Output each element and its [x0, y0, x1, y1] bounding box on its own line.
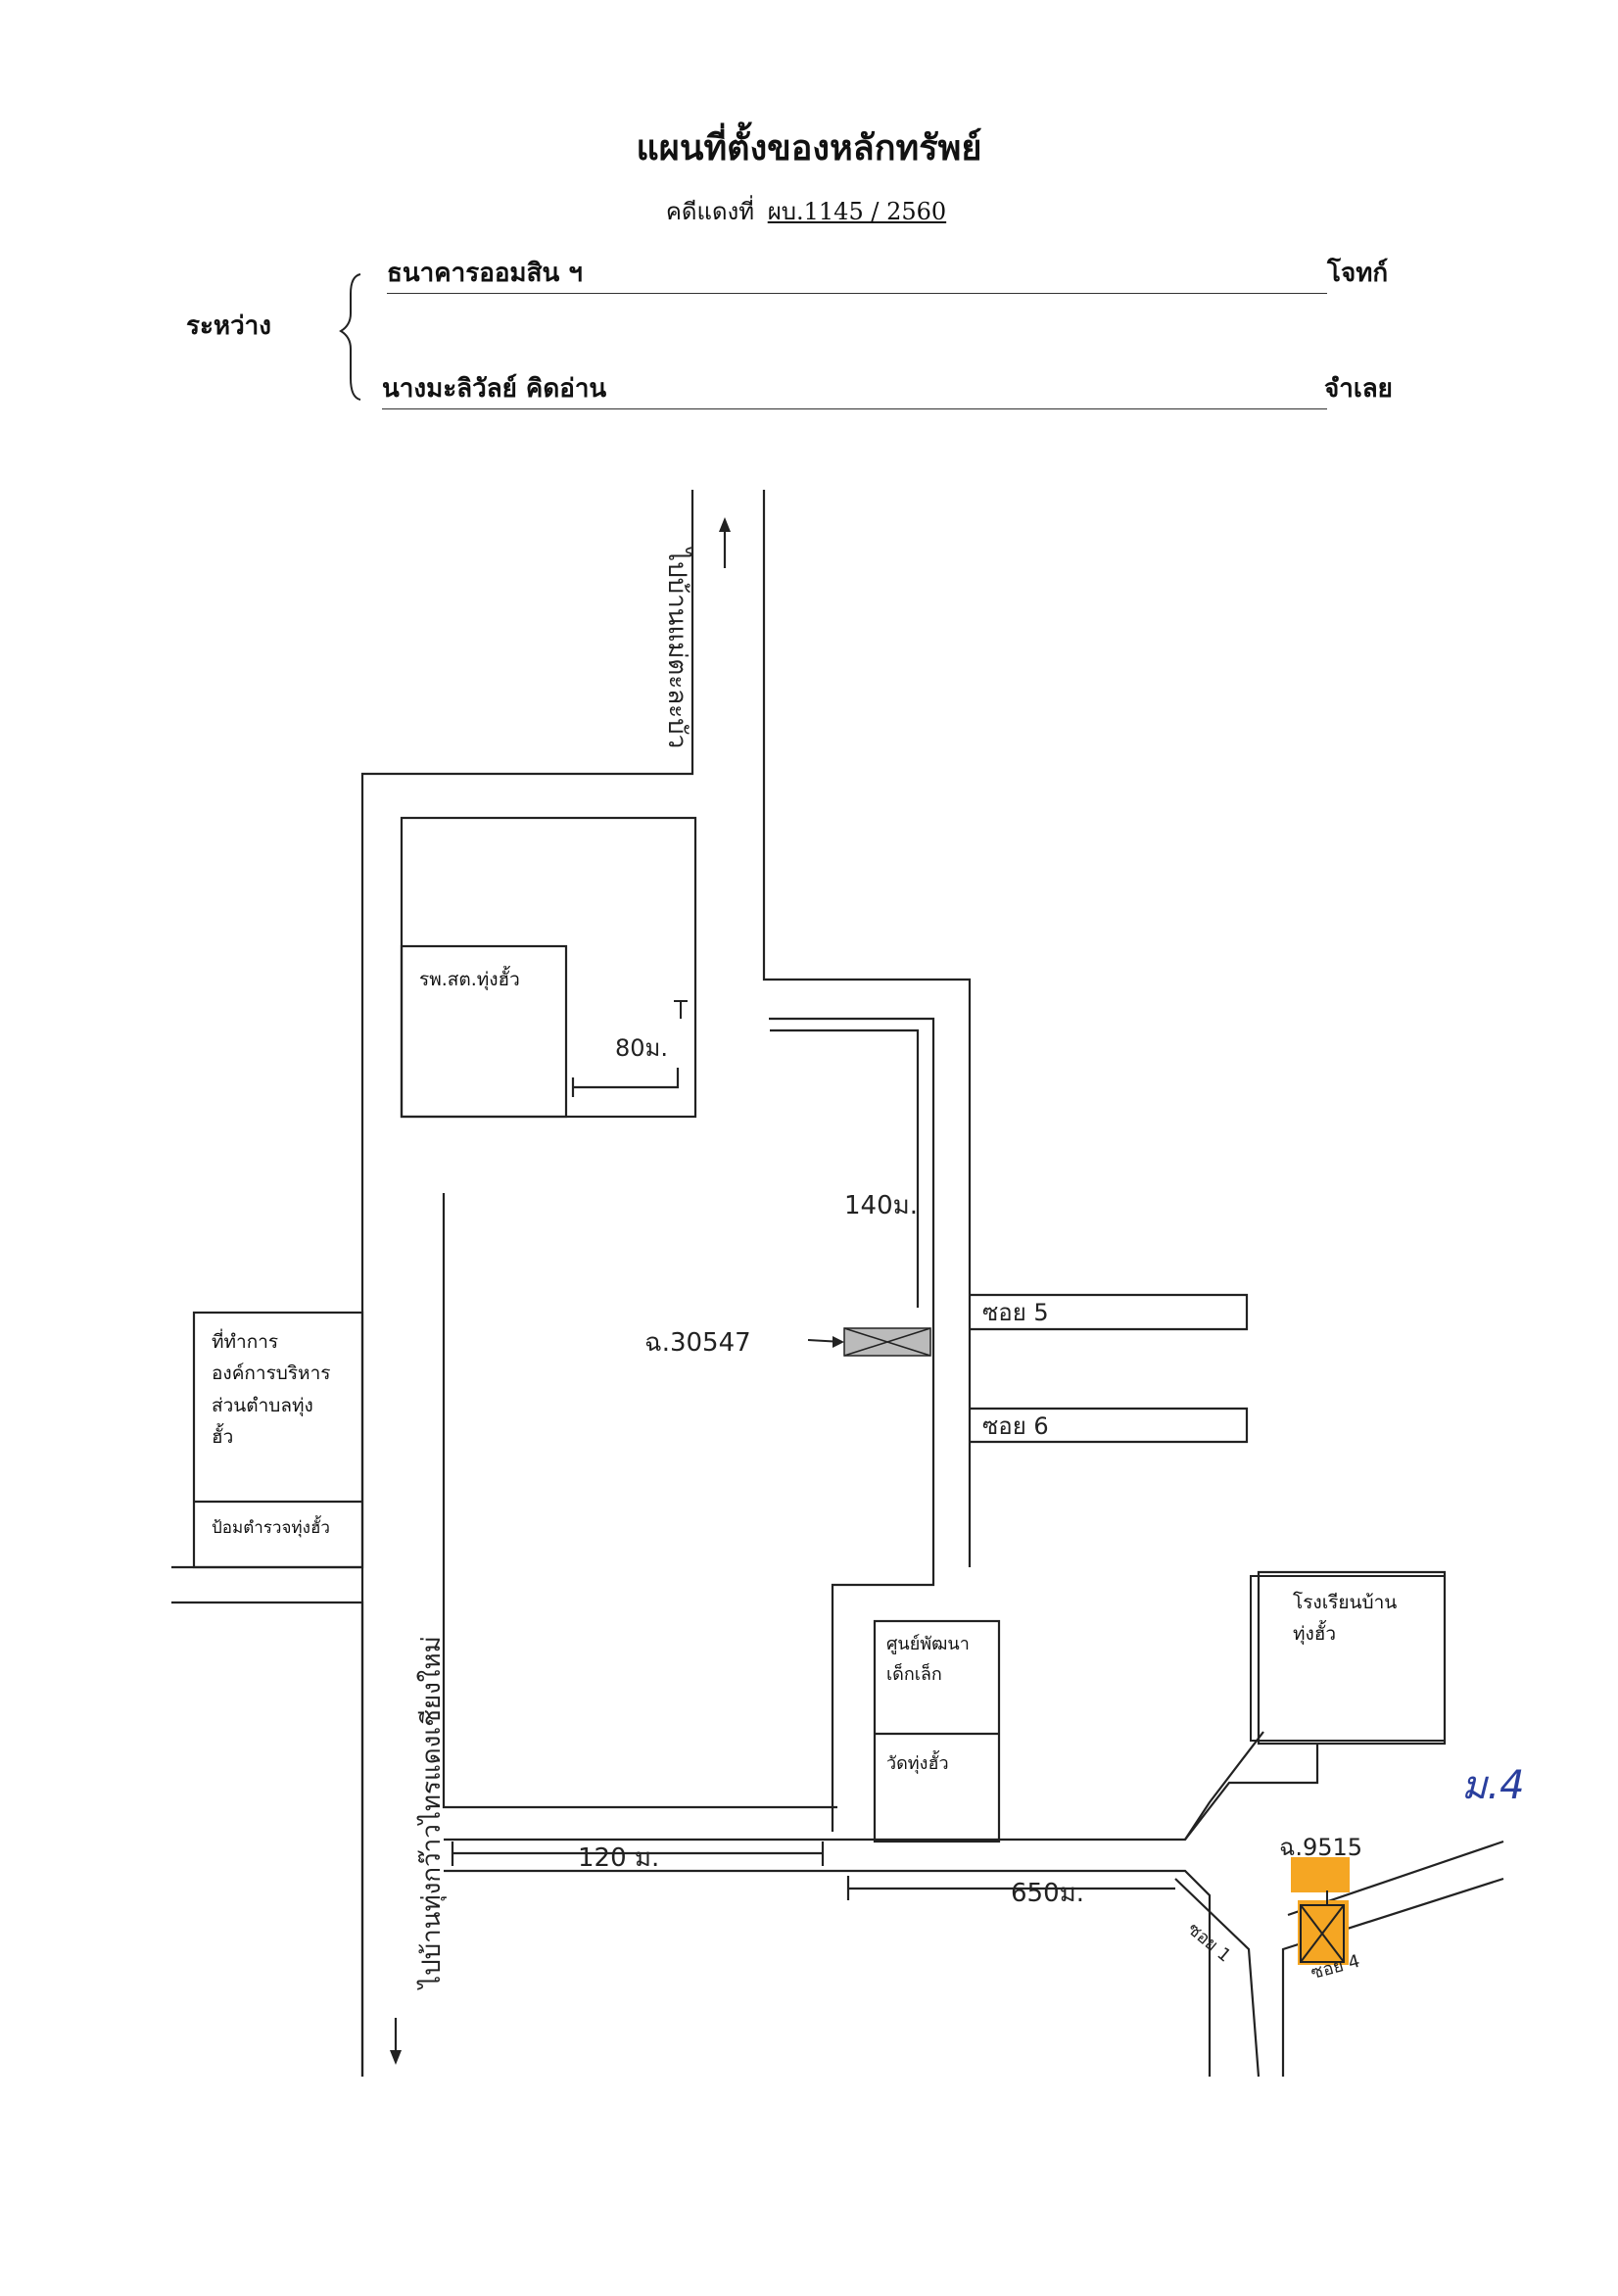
hospital-box: [400, 944, 568, 1119]
soi1-road: [1174, 1878, 1261, 2078]
west-road-edge-2: [171, 1601, 364, 2077]
child-center-line-1: ศูนย์พัฒนา: [886, 1634, 970, 1654]
defendant-line: นางมะลิวัลย์ คิดอ่าน: [382, 368, 1327, 409]
tao-line-4: ฮั้ว: [212, 1425, 234, 1448]
tao-line-3: ส่วนตำบลทุ่ง: [212, 1394, 313, 1416]
south-distance-a: 120 ม.: [578, 1843, 660, 1873]
school-line-1: โรงเรียนบ้าน: [1293, 1592, 1398, 1613]
police-box-label: ป้อมตำรวจทุ่งฮั้ว: [212, 1518, 330, 1538]
southeast-road-b: [1184, 1731, 1264, 1841]
child-center-label: ศูนย์พัฒนา เด็กเล็ก: [886, 1630, 970, 1690]
central-block-left: [442, 1193, 837, 1809]
road-north-right-edge: [762, 490, 972, 1567]
plaintiff-name: ธนาคารออมสิน ฯ: [387, 259, 583, 288]
parcel-9515-label: ฉ.9515: [1279, 1834, 1363, 1861]
temple-label: วัดทุ่งฮั้ว: [886, 1753, 949, 1774]
defendant-role: จำเลย: [1324, 374, 1393, 404]
arrow-north: [719, 517, 731, 532]
central-block-edge: [769, 1017, 935, 1832]
hospital-distance: 80ม.: [615, 1034, 668, 1062]
case-number: ผบ.1145 / 2560: [767, 198, 947, 225]
school-box: [1250, 1575, 1446, 1742]
soi5-road: [970, 1293, 1249, 1331]
between-label: ระหว่าง: [186, 311, 271, 341]
arrow-south: [390, 2050, 402, 2065]
north-distance: 140ม.: [844, 1191, 919, 1220]
school-line-2: ทุ่งฮั้ว: [1293, 1623, 1337, 1646]
soi5-label: ซอย 5: [982, 1299, 1049, 1326]
parcel-30547-marker: [807, 1327, 931, 1357]
southeast-road-a: [444, 1869, 1212, 2077]
soi6-label: ซอย 6: [982, 1412, 1049, 1440]
child-center-box: [873, 1619, 1001, 1843]
road-north-label: ไปบ้านแม่ตะละบัว: [662, 549, 691, 749]
tao-office-label: ที่ทำการ องค์การบริหาร ส่วนตำบลทุ่ง ฮั้ว: [212, 1326, 330, 1453]
child-center-line-2: เด็กเล็ก: [886, 1663, 942, 1685]
hospital-label: รพ.สต.ทุ่งฮั้ว: [419, 969, 520, 990]
defendant-name: นางมะลิวัลย์ คิดอ่าน: [382, 374, 607, 404]
page-title: แผนที่ตั้งของหลักทรัพย์: [636, 127, 982, 168]
soi4-road: [1281, 1877, 1504, 2077]
parcel-9515-marker: [1291, 1857, 1350, 1965]
tao-line-2: องค์การบริหาร: [212, 1363, 331, 1385]
case-label: คดีแดงที่: [665, 198, 755, 225]
north-distance-marker: [770, 1028, 920, 1308]
south-distance-b: 650ม.: [1011, 1879, 1085, 1908]
plaintiff-role: โจทก์: [1327, 259, 1389, 288]
moo-label: ม.4: [1461, 1763, 1525, 1808]
parcel-30547-label: ฉ.30547: [644, 1328, 751, 1358]
plaintiff-line: ธนาคารออมสิน ฯ: [387, 253, 1327, 294]
case-line: คดีแดงที่ ผบ.1145 / 2560: [0, 192, 1618, 230]
road-south-label: ไปบ้านทุ่งกว๊าวไทรแดงเชียงใหม่: [417, 1636, 447, 1988]
school-label: โรงเรียนบ้าน ทุ่งฮั้ว: [1293, 1587, 1397, 1650]
hospital-distance-marker: [573, 1068, 680, 1089]
tao-line-1: ที่ทำการ: [212, 1331, 279, 1353]
soi6-road: [970, 1407, 1249, 1444]
